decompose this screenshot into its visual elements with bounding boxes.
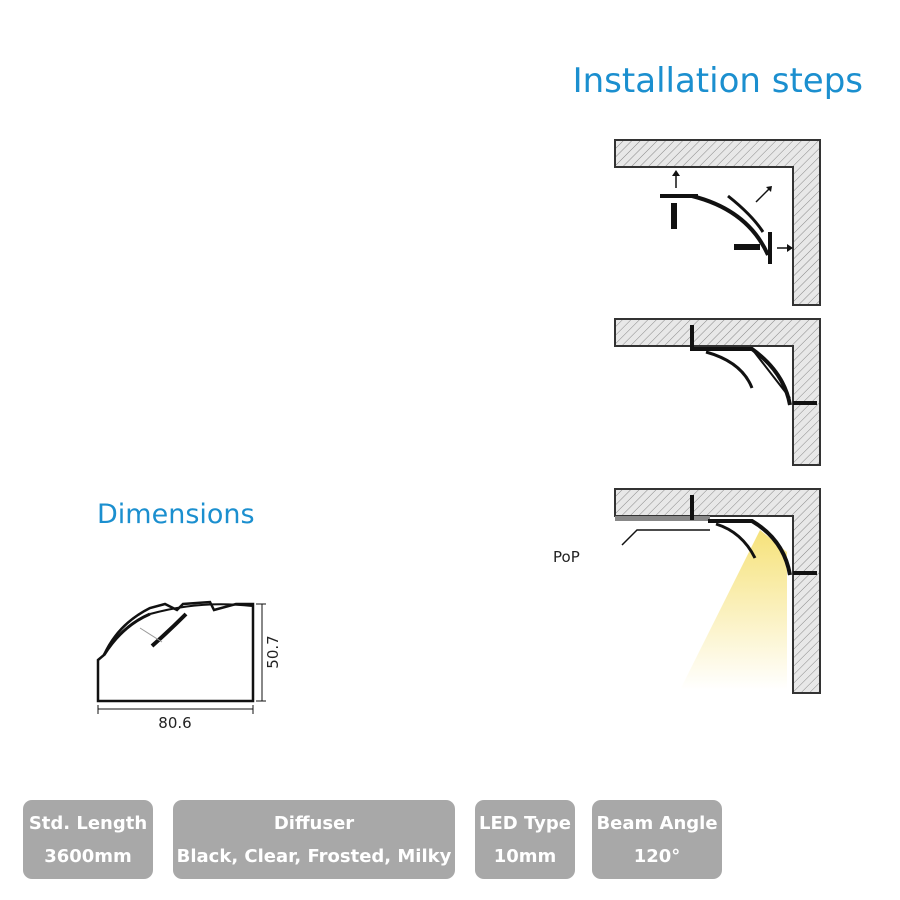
spec-beam-angle: Beam Angle 120° — [592, 800, 722, 879]
pop-label: PoP — [553, 548, 580, 566]
spec-value: 120° — [633, 845, 681, 867]
width-dimension: 80.6 — [158, 714, 191, 732]
installation-step-1 — [614, 139, 821, 306]
spec-led-type: LED Type 10mm — [475, 800, 575, 879]
spec-std-length: Std. Length 3600mm — [23, 800, 153, 879]
spec-value: Black, Clear, Frosted, Milky — [176, 845, 452, 867]
dimensions-title: Dimensions — [97, 499, 255, 530]
installation-step-3: PoP — [553, 488, 821, 694]
profile-dimension-drawing: 80.6 50.7 — [96, 600, 282, 732]
spec-diffuser: Diffuser Black, Clear, Frosted, Milky — [173, 800, 455, 879]
spec-value: 10mm — [493, 845, 557, 867]
spec-label: Diffuser — [273, 812, 355, 834]
spec-label: Std. Length — [28, 812, 148, 834]
height-dimension: 50.7 — [264, 635, 282, 668]
installation-step-2 — [614, 318, 821, 466]
spec-label: LED Type — [479, 812, 571, 834]
spec-label: Beam Angle — [596, 812, 718, 834]
installation-steps-title: Installation steps — [572, 61, 863, 101]
spec-value: 3600mm — [44, 845, 132, 867]
